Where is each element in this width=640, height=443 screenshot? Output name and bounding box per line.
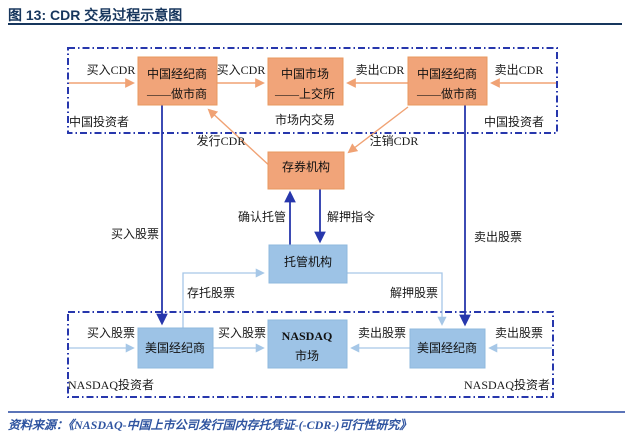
deposit-stock-label: 存托股票: [187, 286, 235, 300]
custodian-label: 托管机构: [284, 254, 332, 269]
cn-market-box: [267, 57, 344, 106]
cn-market-label-2: ——上交所: [274, 86, 335, 101]
us-broker-right-box: [409, 328, 486, 369]
confirm-custody-label: 确认托管: [238, 209, 286, 224]
us-broker-left-label: 美国经纪商: [145, 340, 205, 355]
sell-stock-label-inner: 卖出股票: [358, 326, 406, 340]
cn-broker-right-label-1: 中国经纪商: [417, 66, 477, 81]
release-stock-line: [347, 272, 447, 326]
nasdaq-label-1: NASDAQ: [282, 329, 333, 343]
release-instruction-label: 解押指令: [327, 209, 375, 224]
cn-broker-right-box: [407, 56, 488, 106]
issue-cdr-arrow: [207, 108, 273, 169]
cn-investor-label-left: 中国投资者: [69, 114, 129, 129]
sell-stock-label-outer: 卖出股票: [495, 326, 543, 340]
cn-broker-left-box: [137, 56, 218, 106]
buy-stock-label-outer: 买入股票: [87, 326, 135, 340]
release-stock-label: 解押股票: [390, 286, 438, 300]
issue-cdr-label: 发行CDR: [197, 133, 246, 148]
buy-cdr-label-outer: 买入CDR: [87, 63, 136, 77]
title-divider: [8, 23, 622, 25]
sell-cdr-label-outer: 卖出CDR: [495, 63, 544, 77]
nasdaq-label-2: 市场: [295, 348, 319, 363]
depositary-label: 存券机构: [282, 159, 330, 174]
us-broker-left-box: [137, 327, 214, 369]
cn-broker-left-label-1: 中国经纪商: [147, 66, 207, 81]
cn-broker-left-label-2: ——做市商: [146, 86, 207, 101]
deposit-stock-line: [182, 268, 265, 328]
cn-investor-zone-border: [67, 47, 558, 134]
nasdaq-market-box: [267, 319, 348, 369]
cn-broker-right-label-2: ——做市商: [416, 86, 477, 101]
depositary-box: [267, 151, 345, 190]
cancel-cdr-label: 注销CDR: [370, 133, 419, 148]
cancel-cdr-arrow: [347, 106, 409, 154]
nasdaq-investor-zone-border: [67, 311, 554, 398]
buy-stock-label-vertical: 买入股票: [111, 227, 159, 241]
source-divider: [8, 411, 625, 413]
nasdaq-investor-label-right: NASDAQ投资者: [464, 377, 550, 392]
cn-market-label-1: 中国市场: [281, 66, 329, 81]
cdr-flow-diagram: 中国经纪商 ——做市商 中国市场 ——上交所 中国经纪商 ——做市商 存券机构 …: [67, 47, 558, 398]
buy-cdr-label-inner: 买入CDR: [217, 63, 266, 77]
buy-stock-label-inner: 买入股票: [218, 326, 266, 340]
cn-investor-label-right: 中国投资者: [484, 114, 544, 129]
custodian-box: [268, 244, 348, 284]
us-broker-right-label: 美国经纪商: [417, 340, 477, 355]
sell-stock-label-vertical: 卖出股票: [474, 230, 522, 244]
source-note: 资料来源：《NASDAQ-中国上市公司发行国内存托凭证-(-CDR-)可行性研究…: [8, 418, 412, 432]
figure-title: 图 13: CDR 交易过程示意图: [8, 7, 183, 23]
sell-cdr-label-inner: 卖出CDR: [356, 63, 405, 77]
market-internal-trade-label: 市场内交易: [275, 112, 335, 127]
nasdaq-investor-label-left: NASDAQ投资者: [68, 377, 154, 392]
